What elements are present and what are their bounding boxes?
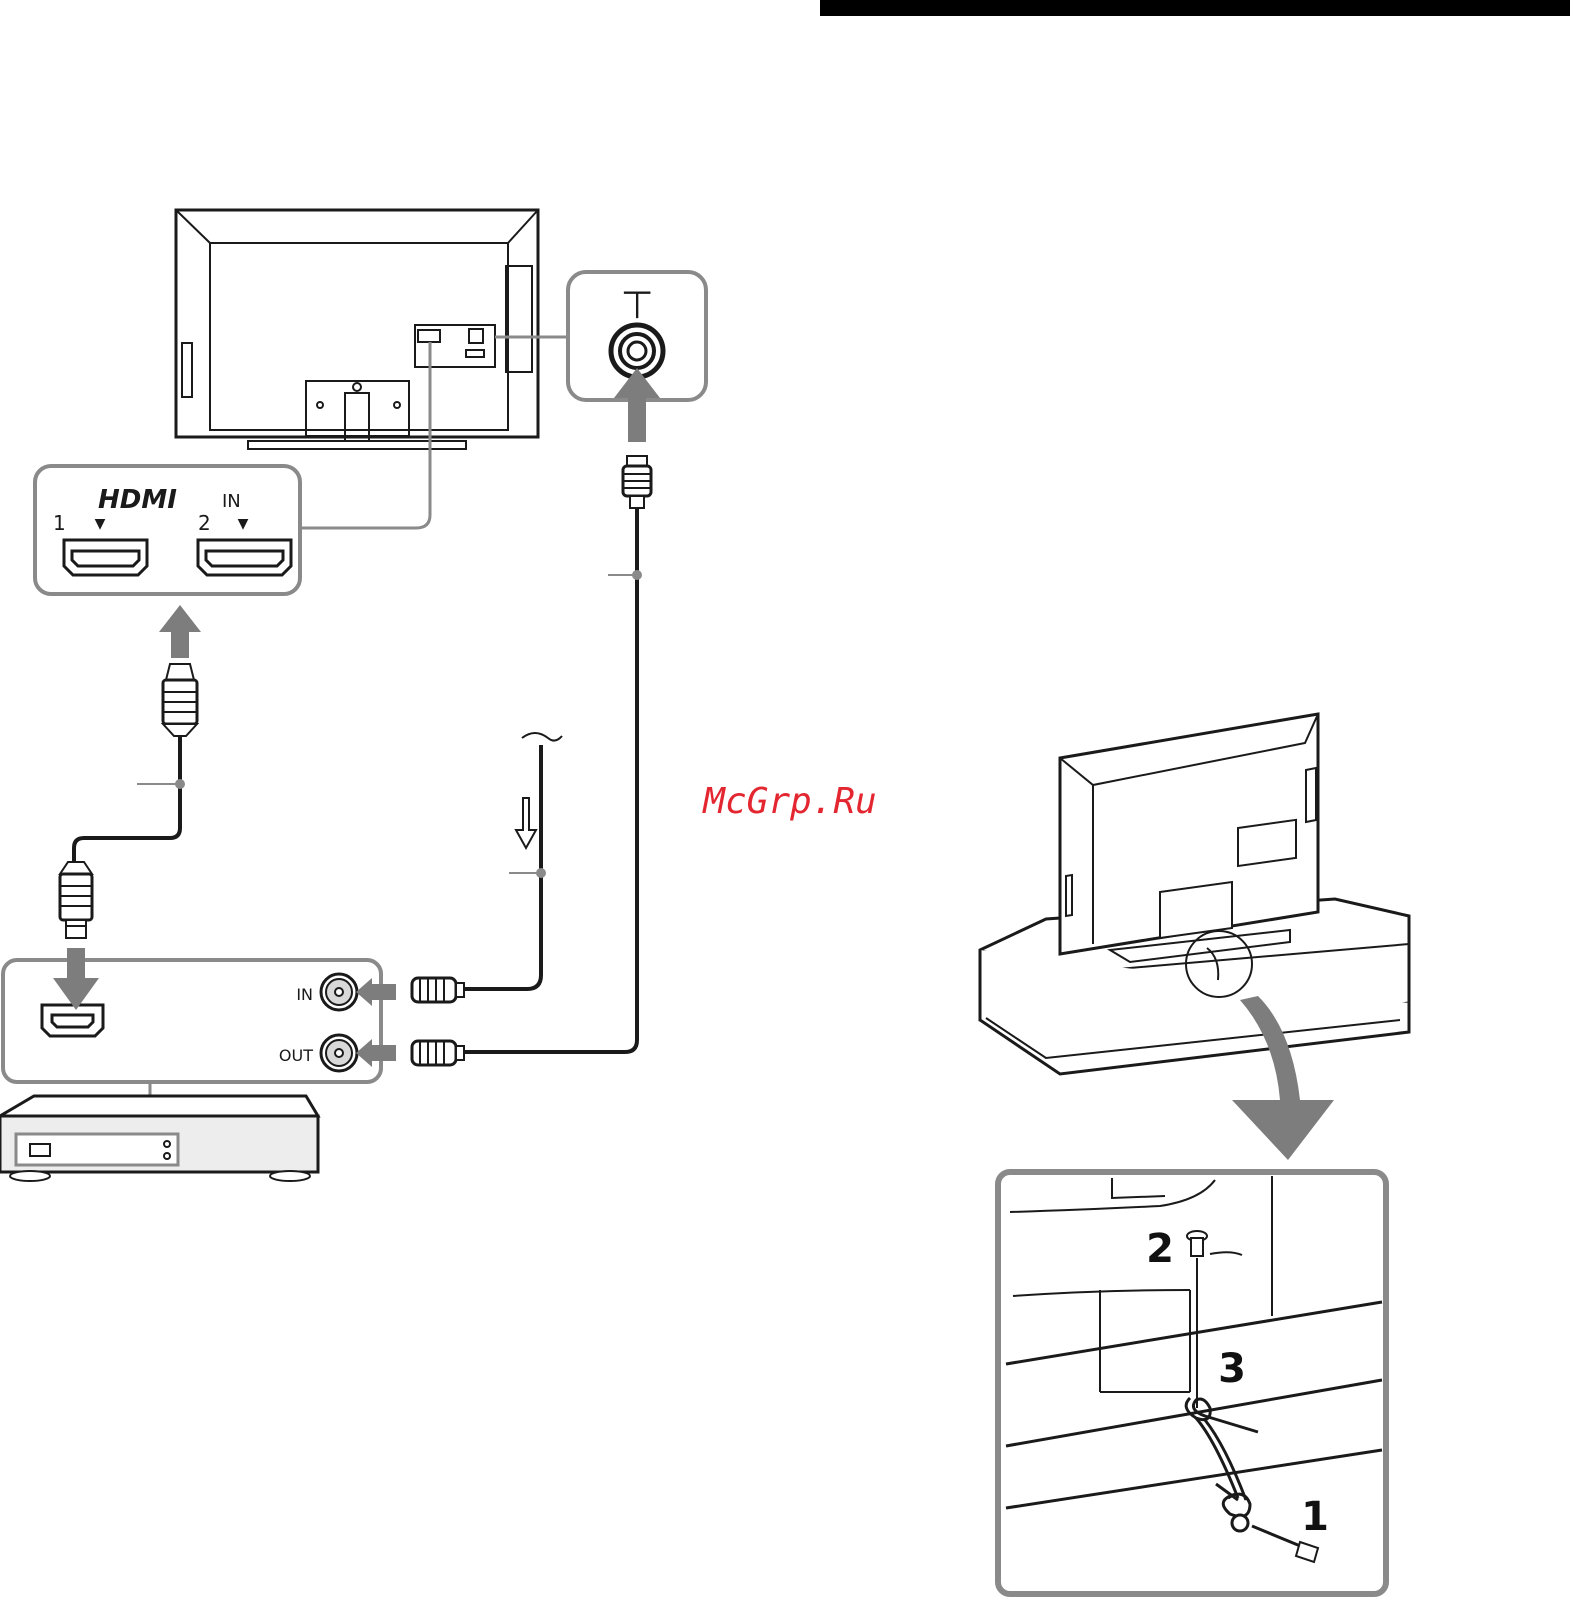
hdmi-port-2-marker: ▼ bbox=[238, 516, 249, 532]
hdmi-in-label: IN bbox=[222, 491, 241, 512]
connection-diagram bbox=[0, 210, 706, 1181]
hdmi-port-2-label: 2 bbox=[198, 511, 211, 535]
hdmi-port-1 bbox=[64, 540, 147, 575]
recorder-out-label: OUT bbox=[279, 1046, 313, 1065]
tv-on-furniture bbox=[980, 714, 1409, 1074]
header-bar bbox=[820, 0, 1570, 16]
coaxial-plug-in bbox=[412, 978, 464, 1002]
step-3-label: 3 bbox=[1218, 1346, 1246, 1392]
hdmi-port-2 bbox=[198, 540, 291, 575]
hdmi-plug-lower bbox=[60, 862, 92, 938]
recorder-rf-out-jack bbox=[321, 1035, 357, 1071]
hdmi-plug-upper bbox=[163, 664, 197, 736]
step-1-label: 1 bbox=[1301, 1494, 1329, 1540]
recorder-in-label: IN bbox=[296, 985, 313, 1004]
coaxial-plug-top bbox=[623, 456, 651, 508]
recorder-device bbox=[0, 1096, 318, 1181]
hdmi-port-1-label: 1 bbox=[53, 511, 66, 535]
antenna-symbol: ⊤ bbox=[620, 283, 653, 327]
step-2-label: 2 bbox=[1146, 1226, 1174, 1272]
tv-rear-view bbox=[176, 210, 538, 449]
stand-fixing-diagram bbox=[980, 714, 1409, 1594]
recorder-rf-in-jack bbox=[321, 974, 357, 1010]
arrow-up-hdmi bbox=[159, 605, 201, 658]
coaxial-plug-out bbox=[412, 1041, 464, 1065]
watermark: McGrp.Ru bbox=[701, 781, 876, 822]
signal-direction-arrow bbox=[516, 798, 536, 848]
hdmi-logo: HDMI bbox=[98, 485, 177, 515]
recorder-hdmi-out-port bbox=[42, 1005, 103, 1036]
hdmi-port-1-marker: ▼ bbox=[95, 516, 106, 532]
